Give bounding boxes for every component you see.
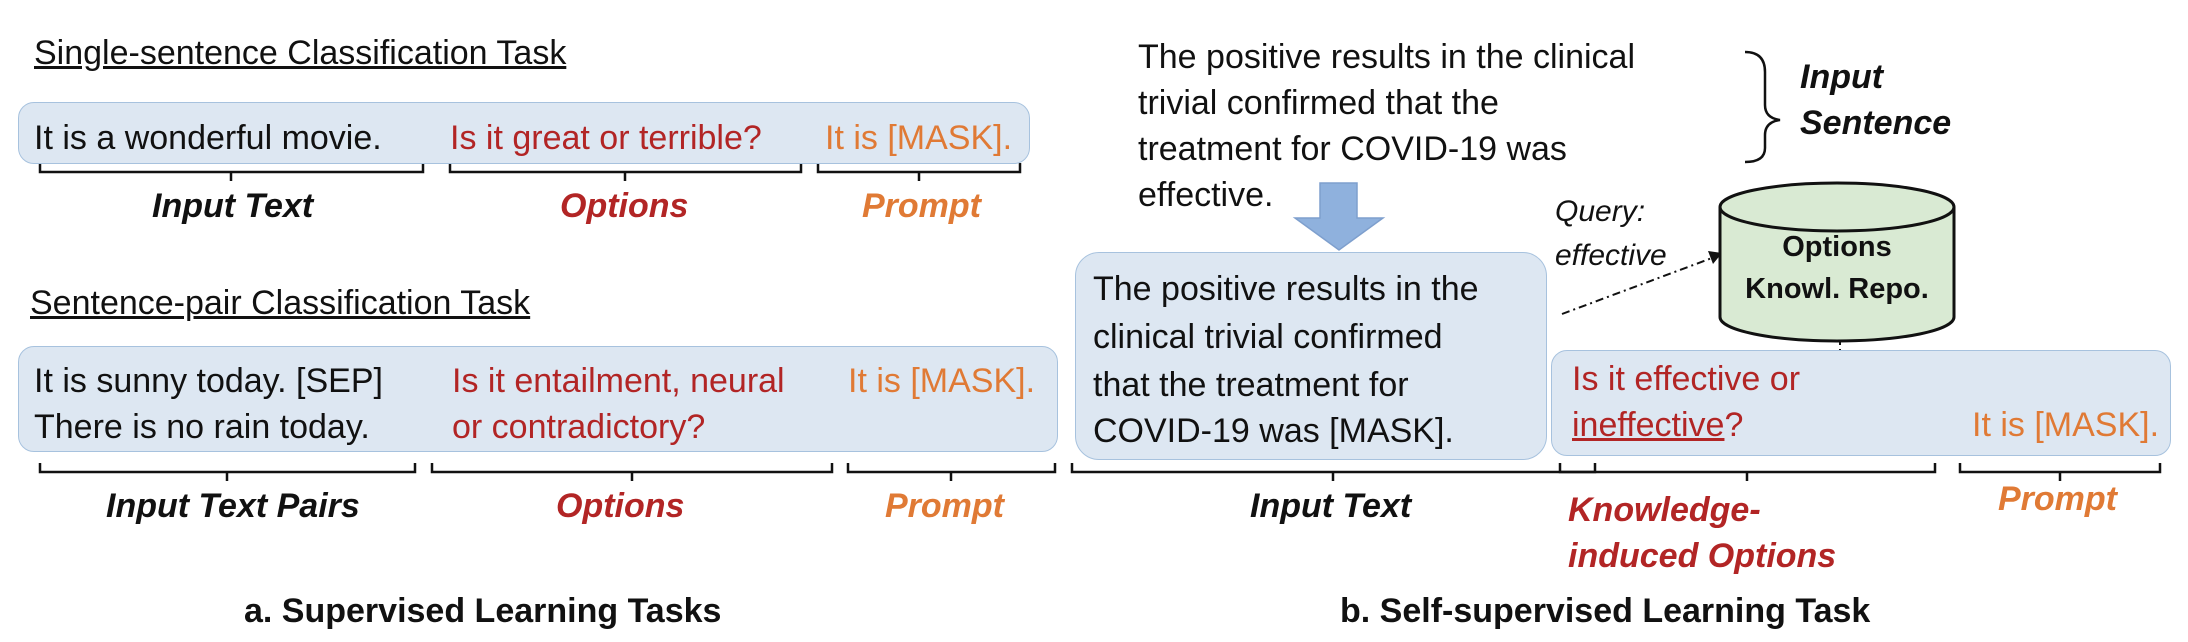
bracket-ss-prompt [1958,463,2162,481]
masked-line-1: The positive results in the [1093,270,1479,308]
single-label-options: Options [560,187,689,225]
pair-input-line1: It is sunny today. [SEP] [34,362,383,400]
sentence-line-2: trivial confirmed that the [1138,84,1499,122]
ss-label-prompt: Prompt [1998,480,2117,518]
caption-self-supervised: b. Self-supervised Learning Task [1340,592,1871,630]
query-label: Query: effective [1555,190,1667,278]
pair-label-input-text-pairs: Input Text Pairs [106,487,360,525]
input-sentence-brace [1744,50,1781,164]
input-sentence-label-2: Sentence [1800,104,1952,142]
single-options-text: Is it great or terrible? [450,119,762,157]
ss-label-options: Knowledge- induced Options [1568,487,1836,579]
single-label-input-text: Input Text [152,187,314,225]
repo-label-line2: Knowl. Repo. [1745,273,1929,305]
pair-label-options: Options [556,487,685,525]
single-label-prompt: Prompt [862,187,981,225]
bracket-ss-input-text [1070,463,1597,481]
caption-supervised: a. Supervised Learning Tasks [244,592,722,630]
masked-line-2: clinical trivial confirmed [1093,318,1443,356]
masked-line-3: that the treatment for [1093,366,1409,404]
single-prompt-text: It is [MASK]. [825,119,1013,157]
masked-line-4: COVID-19 was [MASK]. [1093,412,1454,450]
pair-label-prompt: Prompt [885,487,1004,525]
options-knowledge-repository [1718,181,1956,343]
repo-label-line1: Options [1782,231,1892,263]
query-arrow-line [1561,257,1713,315]
query-label-line1: Query: [1555,195,1646,228]
single-input-text: It is a wonderful movie. [34,119,382,157]
single-sentence-task-title: Single-sentence Classification Task [34,34,567,72]
query-label-line2: effective [1555,239,1667,272]
masked-sentence-box [1075,252,1547,460]
pair-prompt-text: It is [MASK]. [848,362,1036,400]
down-arrow [1292,182,1386,251]
ss-label-input-text: Input Text [1250,487,1412,525]
ss-options-qmark: ? [1724,406,1744,444]
sentence-pair-task-title: Sentence-pair Classification Task [30,284,531,322]
ss-prompt-text: It is [MASK]. [1972,406,2160,444]
ss-label-options-line1: Knowledge- [1568,491,1761,529]
sentence-pair-box [18,346,1058,452]
repo-label: Options Knowl. Repo. [1720,226,1954,310]
bracket-prompt [816,163,1022,181]
knowledge-options-box [1551,350,2171,456]
pair-options-line1: Is it entailment, neural [452,362,785,400]
pair-input-line2: There is no rain today. [34,408,370,446]
sentence-line-3: treatment for COVID-19 was [1138,130,1567,168]
ss-options-ineffective-word: ineffective [1572,406,1725,444]
ss-options-line2: ineffective? [1572,402,1743,448]
single-sentence-box [18,102,1030,164]
bracket-pair-options [430,463,834,481]
input-sentence-label-1: Input [1800,58,1884,96]
bracket-options [448,163,803,181]
pair-options-line2: or contradictory? [452,408,706,446]
sentence-line-1: The positive results in the clinical [1138,38,1636,76]
ss-options-line1: Is it effective or [1572,360,1801,398]
sentence-line-4: effective. [1138,176,1274,214]
bracket-ss-options [1558,463,1937,481]
bracket-pair-prompt [846,463,1057,481]
bracket-input-text-pairs [38,463,417,481]
ss-label-options-line2: induced Options [1568,537,1837,575]
bracket-input-text [38,163,425,181]
